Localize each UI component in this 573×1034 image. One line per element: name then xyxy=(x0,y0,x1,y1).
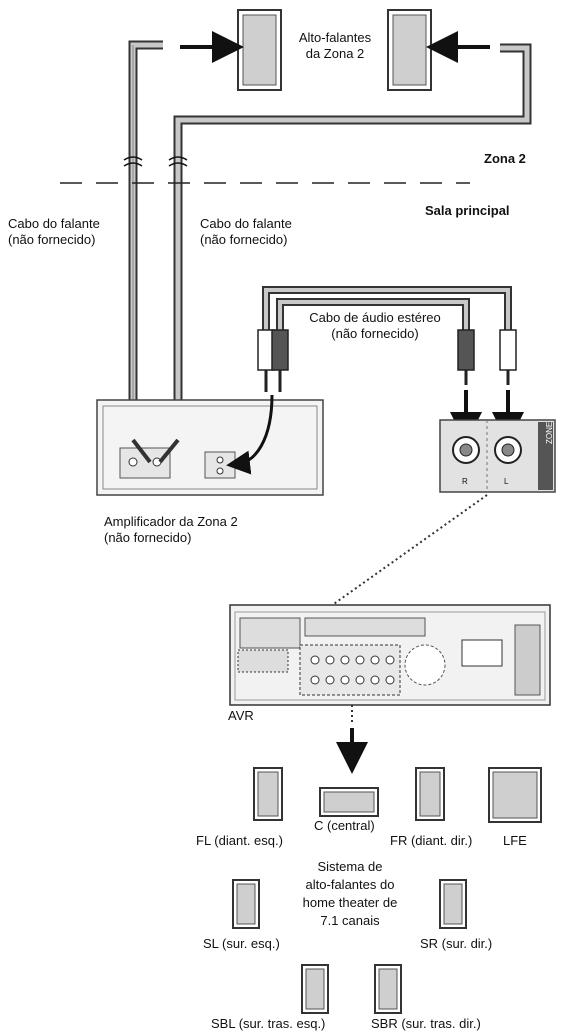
speaker-fr xyxy=(415,767,445,821)
speaker-cable-left-line2: (não fornecido) xyxy=(8,232,96,247)
zone2-speaker-left xyxy=(237,9,282,91)
rca-plugs-avr-side xyxy=(457,329,517,385)
speaker-cable-right xyxy=(173,43,532,450)
zone2-jack-panel xyxy=(439,419,556,493)
speaker-system-line4: 7.1 canais xyxy=(320,913,380,928)
speaker-c-label: C (central) xyxy=(314,818,375,833)
zone2-speaker-right xyxy=(387,9,432,91)
stereo-cable-line2: (não fornecido) xyxy=(331,326,419,341)
speaker-sbl-label: SBL (sur. tras. esq.) xyxy=(211,1016,326,1031)
speaker-system-line2: alto-falantes do xyxy=(305,877,395,892)
amplifier-line2: (não fornecido) xyxy=(104,530,192,545)
speaker-cable-right-line1: Cabo do falante xyxy=(200,216,292,231)
speaker-system-line3: home theater de xyxy=(302,895,398,910)
stereo-cable-line1: Cabo de áudio estéreo xyxy=(309,310,441,325)
zone2-label: Zona 2 xyxy=(484,151,526,166)
speaker-sl xyxy=(232,879,260,929)
speaker-cable-left-label: Cabo do falante (não fornecido) xyxy=(8,216,100,248)
arrow-to-amp-input xyxy=(226,394,274,475)
speaker-fl xyxy=(253,767,283,821)
amp-speaker-terminals-wires xyxy=(131,438,180,464)
speaker-system-label: Sistema de alto-falantes do home theater… xyxy=(290,858,410,930)
speaker-cable-left xyxy=(128,40,163,450)
amplifier-label: Amplificador da Zona 2 (não fornecido) xyxy=(104,514,238,546)
speaker-cable-right-label: Cabo do falante (não fornecido) xyxy=(200,216,292,248)
stereo-cable-label: Cabo de áudio estéreo (não fornecido) xyxy=(295,310,455,342)
speaker-lfe-label: LFE xyxy=(503,833,527,848)
speaker-sbl xyxy=(301,964,329,1014)
speaker-sbr xyxy=(374,964,402,1014)
speaker-fl-label: FL (diant. esq.) xyxy=(196,833,283,848)
rca-plugs-amp-side xyxy=(257,329,289,392)
amplifier-line1: Amplificador da Zona 2 xyxy=(104,514,238,529)
cable-break-right xyxy=(168,156,188,167)
jack-l-label: L xyxy=(504,477,509,486)
speaker-cable-left-line1: Cabo do falante xyxy=(8,216,100,231)
speaker-sr-label: SR (sur. dir.) xyxy=(420,936,493,951)
cable-break-left xyxy=(123,156,143,167)
main-room-label: Sala principal xyxy=(425,203,510,218)
zone2-amplifier xyxy=(96,399,324,496)
speaker-c xyxy=(319,787,379,817)
zone2-jack-label: ZONE 2 xyxy=(545,415,554,444)
speaker-sl-label: SL (sur. esq.) xyxy=(203,936,280,951)
speaker-sbr-label: SBR (sur. tras. dir.) xyxy=(371,1016,481,1031)
speaker-lfe xyxy=(488,767,542,823)
zone2-speakers-line1: Alto-falantes xyxy=(298,30,372,45)
speaker-sr xyxy=(439,879,467,929)
jack-r-label: R xyxy=(462,477,468,486)
zone2-speakers-label: Alto-falantes da Zona 2 xyxy=(285,30,385,62)
speaker-cable-right-line2: (não fornecido) xyxy=(200,232,288,247)
speaker-fr-label: FR (diant. dir.) xyxy=(390,833,473,848)
speaker-system-line1: Sistema de xyxy=(317,859,383,874)
stereo-audio-cable xyxy=(262,286,512,330)
avr-label: AVR xyxy=(228,708,254,723)
zone2-speakers-line2: da Zona 2 xyxy=(305,46,365,61)
avr-rear-panel xyxy=(229,604,551,706)
